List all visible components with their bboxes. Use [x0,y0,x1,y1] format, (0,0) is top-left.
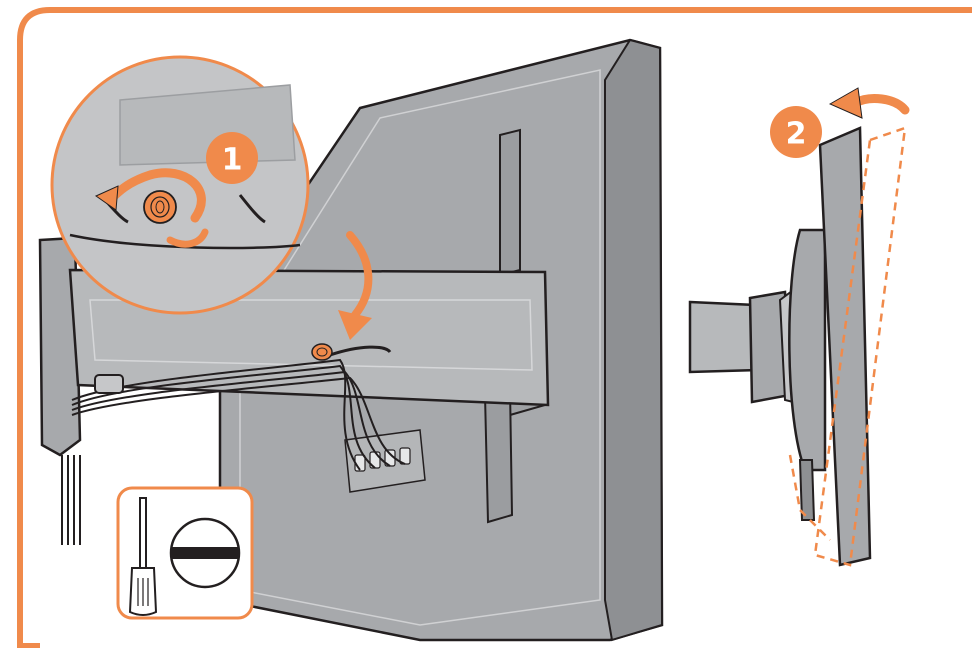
monitor-side-view [688,87,910,567]
tilt-arrow-head [828,87,863,119]
outer-frame [16,7,972,648]
tilt-back-arrow-icon [850,94,910,115]
arm-rail [89,299,533,371]
side-monitor-back [788,228,827,472]
step-1-badge: 1 [206,132,258,184]
mount-bracket-lower [483,386,514,524]
callout-arrow [346,231,373,319]
cable [71,364,376,469]
zoom-detail [50,55,310,315]
step-2-badge: 2 [770,106,822,158]
monitor-edge-bevel [604,38,664,642]
tool-callout [116,486,254,620]
side-stand [798,459,816,521]
counter-clockwise-arrow-icon-lower [166,228,209,248]
cable-clip [94,374,124,394]
cable-tie [329,345,392,357]
mount-bracket-upper [499,128,521,277]
cable [71,376,406,465]
callout-arrow-head [338,310,372,340]
side-monitor-panel [818,126,872,567]
flathead-screwdriver-icon [128,497,158,616]
counter-clockwise-arrow-icon [105,168,206,223]
side-arm [688,300,760,374]
step-1-number: 1 [222,143,243,178]
tilt-ghost-outline [788,126,907,567]
arrow-head-left [94,185,119,211]
cable [71,358,361,471]
slotted-screw-head-icon [169,517,241,589]
cable-bundle [61,358,406,545]
zoomed-screw [143,190,177,224]
zoom-panel-edge [69,233,301,250]
zoom-slot-right [238,194,266,224]
cable [71,370,391,467]
highlighted-screw [311,343,333,361]
step-2-number: 2 [786,117,807,152]
